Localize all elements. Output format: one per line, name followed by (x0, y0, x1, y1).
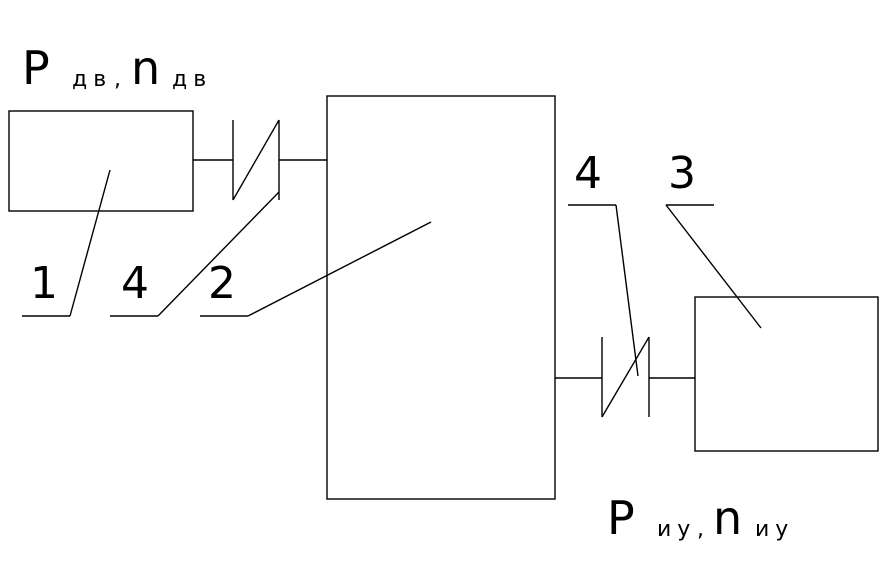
leader-gearbox (200, 221, 432, 317)
gearbox-block (326, 95, 556, 500)
callout-gearbox: 2 (208, 258, 236, 309)
svg-text:,: , (697, 517, 704, 542)
output-power-label: P иу , n иу (607, 491, 794, 545)
svg-text:иу: иу (657, 517, 696, 542)
motor-block (8, 110, 194, 212)
callout-left-coupling: 4 (121, 258, 149, 309)
svg-text:P: P (22, 41, 50, 95)
callout-machine: 3 (668, 148, 696, 199)
svg-text:,: , (114, 67, 121, 92)
input-power-label: P дв , n дв (22, 41, 212, 95)
svg-text:дв: дв (72, 67, 112, 92)
leader-right-coupling (568, 204, 639, 377)
svg-text:n: n (713, 491, 742, 545)
callout-motor: 1 (30, 258, 58, 309)
leader-left-coupling (110, 191, 280, 317)
leader-machine (665, 204, 762, 329)
svg-text:P: P (607, 491, 635, 545)
svg-text:дв: дв (172, 67, 212, 92)
svg-text:n: n (131, 41, 160, 95)
left-coupling (232, 119, 280, 201)
machine-block (694, 296, 879, 452)
right-coupling (601, 336, 650, 418)
callout-right-coupling: 4 (574, 148, 602, 199)
svg-text:иу: иу (755, 517, 794, 542)
leader-motor (22, 169, 111, 317)
